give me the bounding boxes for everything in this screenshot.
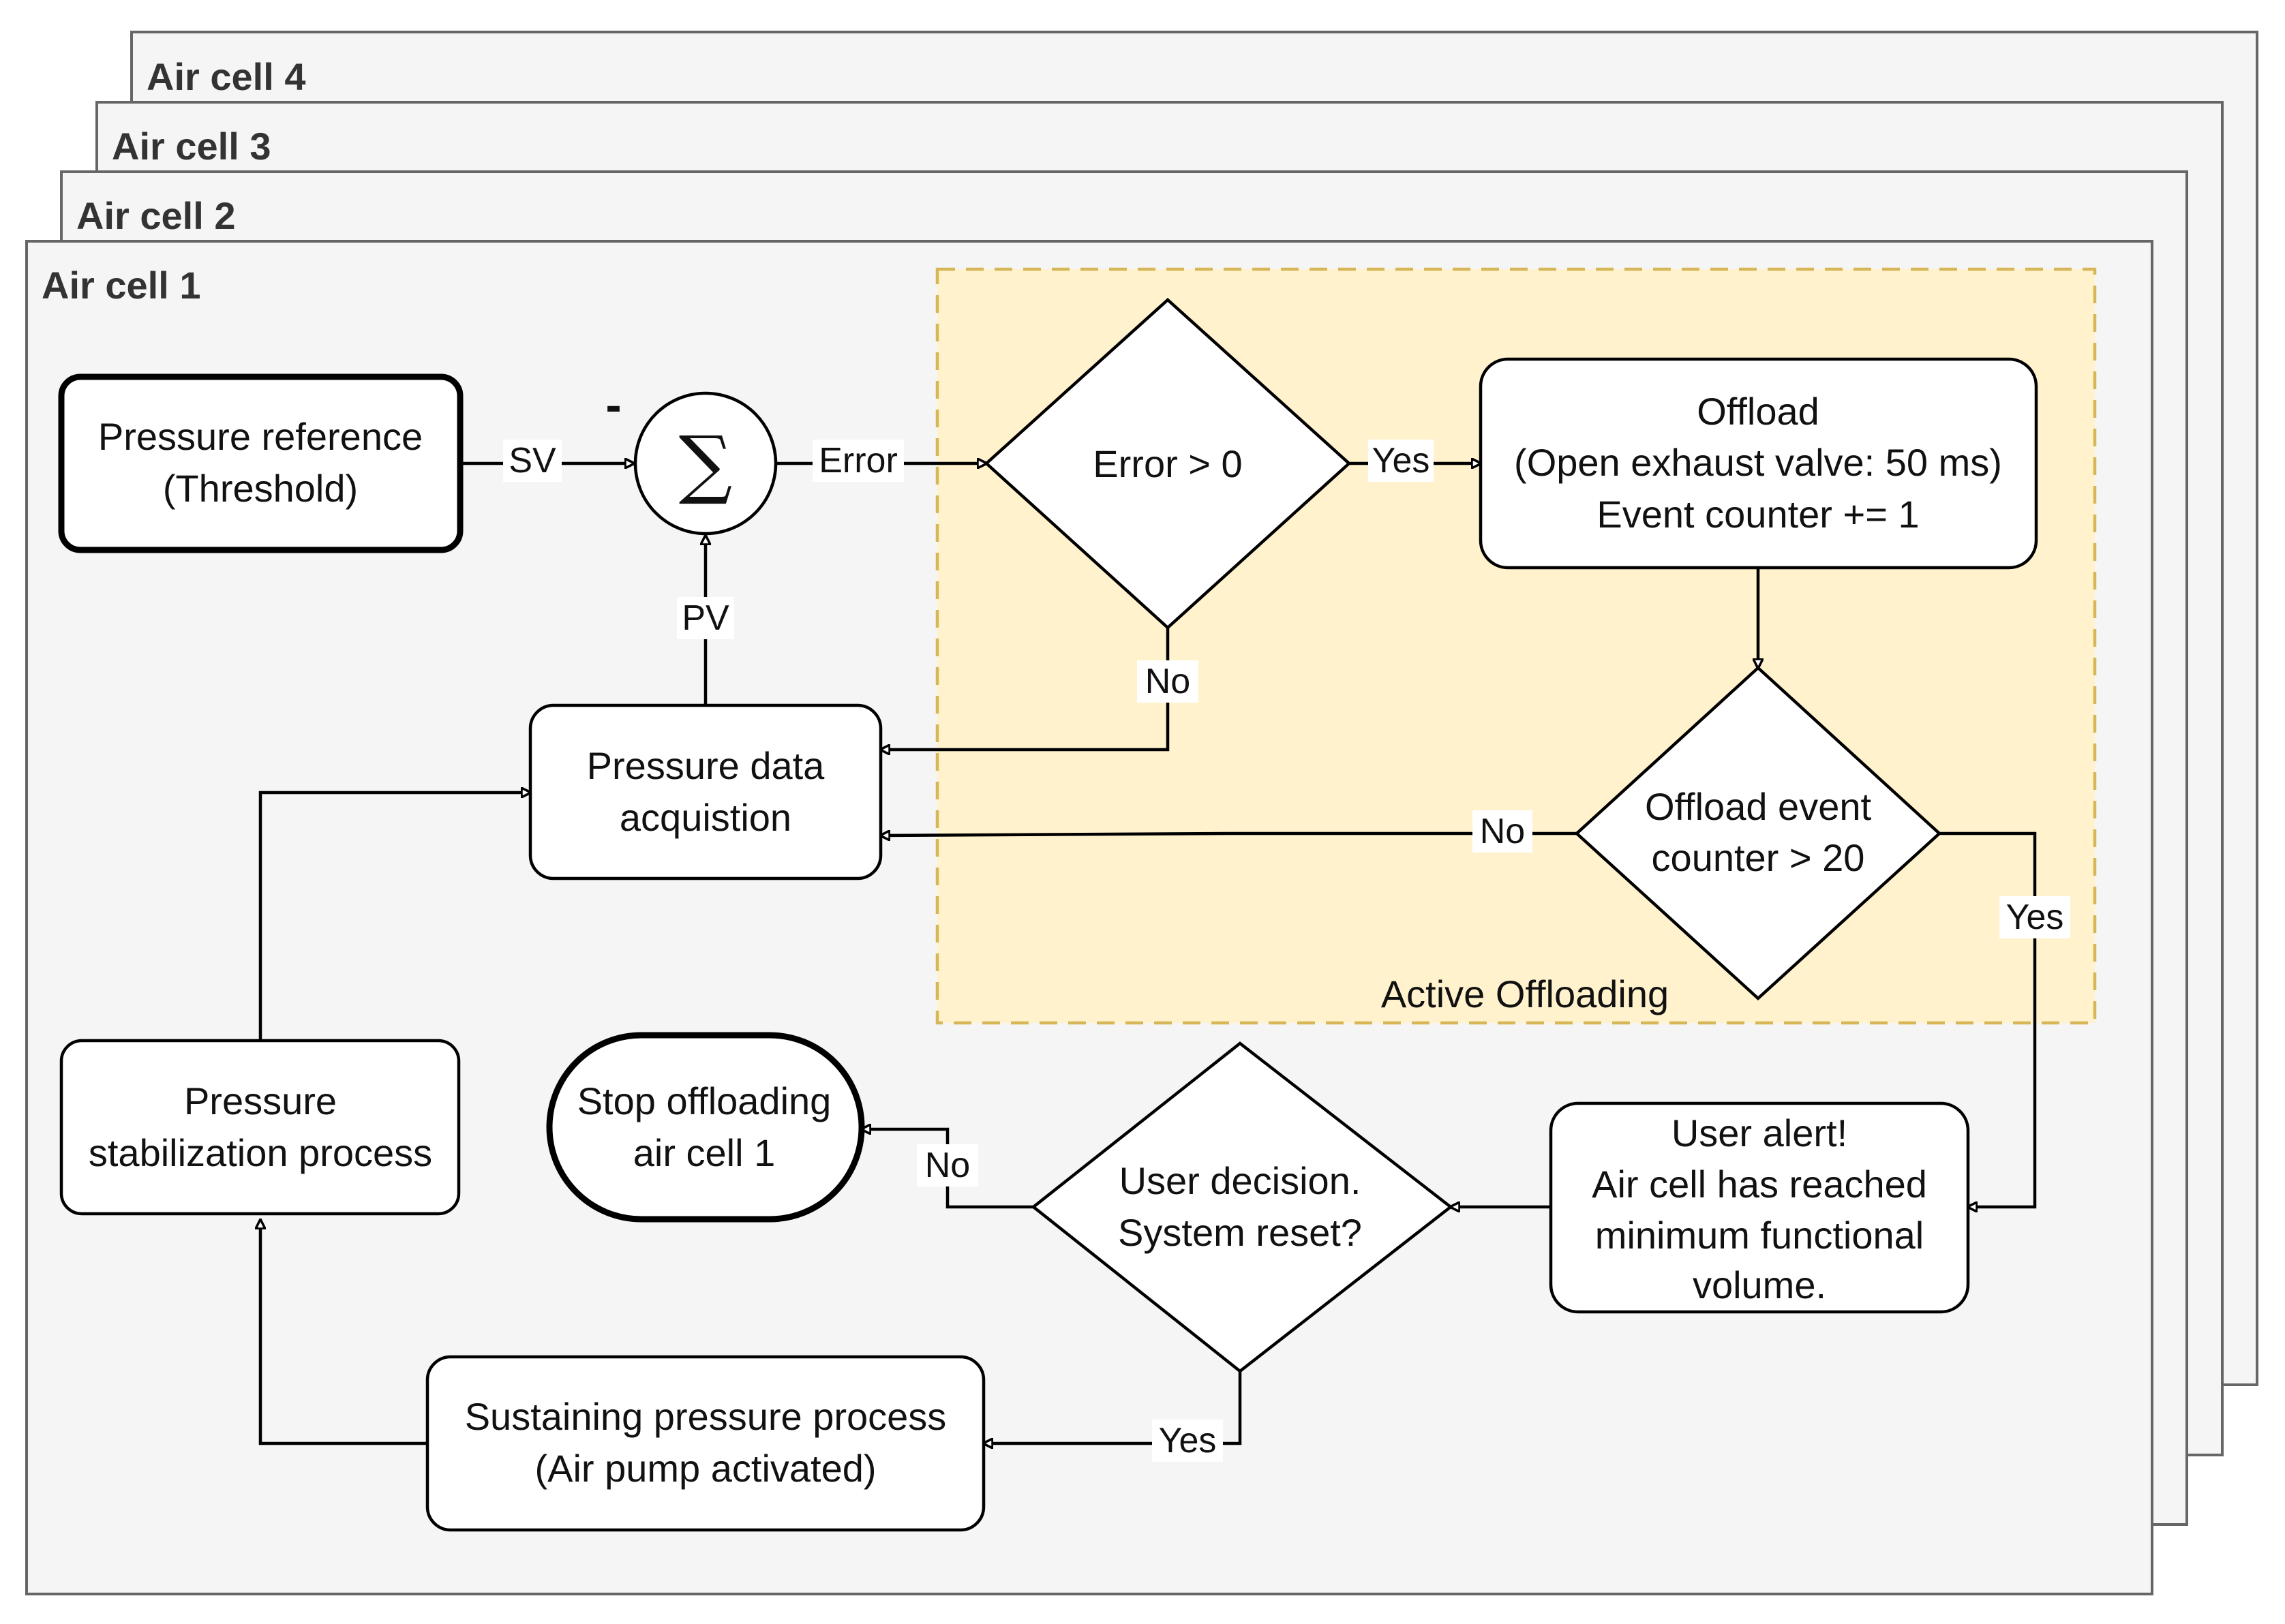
- stabilization-line-2: stabilization process: [89, 1131, 432, 1174]
- user-decision-line-1: User decision.: [1119, 1159, 1361, 1202]
- user-decision-line-2: System reset?: [1118, 1211, 1362, 1254]
- stop-line-1: Stop offloading: [577, 1079, 832, 1122]
- edge-label-yes-offload: Yes: [1372, 441, 1430, 480]
- edge-labels: SV Error PV Yes No No Yes No Yes: [503, 440, 2070, 1462]
- edge-label-no-error: No: [1145, 662, 1190, 701]
- edge-label-sv: SV: [509, 441, 556, 480]
- edge-label-pv: PV: [682, 598, 729, 638]
- error-check-label: Error > 0: [1093, 442, 1242, 485]
- node-summing-junction: ∑ -: [605, 378, 778, 536]
- edges: [258, 463, 2037, 1445]
- panel-title-air-cell-1: Air cell 1: [42, 264, 200, 307]
- node-pressure-reference: Pressure reference (Threshold): [58, 373, 464, 553]
- node-error-check: Error > 0: [984, 297, 1352, 630]
- panel-title-air-cell-2: Air cell 2: [76, 194, 235, 237]
- pressure-reference-line-2: (Threshold): [163, 467, 358, 510]
- edge-label-yes-counter: Yes: [2006, 898, 2064, 937]
- edge-yes-reset: [984, 1371, 1242, 1443]
- node-offload: Offload (Open exhaust valve: 50 ms) Even…: [1479, 357, 2038, 570]
- user-alert-line-1: User alert!: [1671, 1112, 1847, 1154]
- sustaining-line-2: (Air pump activated): [534, 1447, 876, 1490]
- node-counter-check: Offload event counter > 20: [1574, 665, 1942, 1001]
- pressure-acquisition-line-1: Pressure data: [587, 744, 825, 787]
- panel-title-air-cell-3: Air cell 3: [112, 125, 271, 168]
- sustaining-line-1: Sustaining pressure process: [465, 1395, 947, 1438]
- offload-line-1: Offload: [1697, 390, 1819, 433]
- counter-check-line-2: counter > 20: [1652, 836, 1865, 879]
- offload-line-2: (Open exhaust valve: 50 ms): [1514, 441, 2002, 484]
- user-alert-line-2: Air cell has reached: [1592, 1163, 1927, 1206]
- edge-label-no-counter: No: [1480, 812, 1525, 851]
- pressure-acquisition-line-2: acquistion: [620, 796, 791, 839]
- edge-label-yes-reset: Yes: [1159, 1421, 1217, 1460]
- user-alert-line-4: volume.: [1693, 1263, 1826, 1306]
- node-sustaining: Sustaining pressure process (Air pump ac…: [425, 1355, 986, 1532]
- stop-line-2: air cell 1: [633, 1131, 776, 1174]
- edge-label-no-reset: No: [925, 1146, 970, 1185]
- node-user-alert: User alert! Air cell has reached minimum…: [1549, 1101, 1970, 1314]
- summation-symbol: ∑: [679, 420, 733, 507]
- panel-title-air-cell-4: Air cell 4: [147, 55, 305, 98]
- node-user-decision: User decision. System reset?: [1031, 1041, 1453, 1373]
- active-offloading-label: Active Offloading: [1381, 972, 1669, 1015]
- edge-yes-counter: [1939, 831, 2037, 1207]
- counter-check-line-1: Offload event: [1645, 785, 1872, 828]
- pressure-reference-line-1: Pressure reference: [98, 415, 423, 458]
- minus-sign: -: [605, 378, 621, 431]
- node-stabilization: Pressure stabilization process: [59, 1039, 461, 1216]
- edge-no-counter: [881, 833, 1577, 836]
- node-pressure-acquisition: Pressure data acquistion: [528, 703, 883, 880]
- node-stop: Stop offloading air cell 1: [546, 1032, 865, 1223]
- offload-line-3: Event counter += 1: [1597, 493, 1919, 536]
- user-alert-line-3: minimum functional: [1595, 1214, 1924, 1257]
- edge-sustaining-to-stabilization: [260, 1220, 427, 1445]
- stabilization-line-1: Pressure: [184, 1079, 337, 1122]
- edge-label-error: Error: [819, 441, 898, 480]
- edge-stabilization-to-acquisition: [258, 793, 530, 1041]
